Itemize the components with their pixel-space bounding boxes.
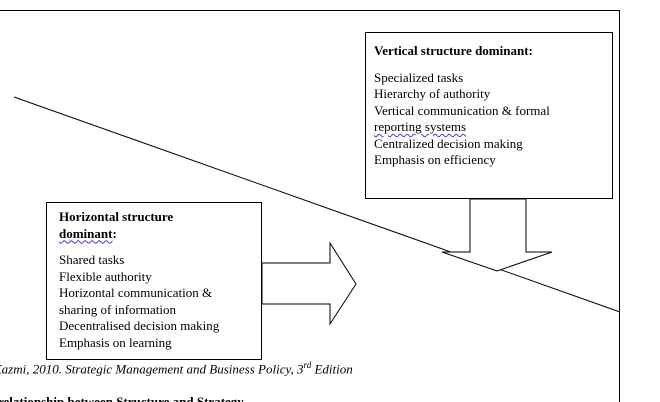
diagram-frame	[0, 10, 620, 402]
cutoff-heading: relationship between Structure and Strat…	[0, 394, 244, 402]
vertical-item: Emphasis on efficiency	[374, 152, 496, 167]
horizontal-title-word: dominant	[59, 225, 113, 241]
horizontal-structure-title: Horizontal structure dominant:	[59, 209, 249, 242]
vertical-structure-box: Vertical structure dominant: Specialized…	[365, 32, 613, 199]
horizontal-structure-box: Horizontal structure dominant: Shared ta…	[46, 202, 262, 360]
horizontal-title-colon: :	[112, 225, 117, 241]
vertical-item: Specialized tasks	[374, 69, 464, 85]
vertical-structure-title: Vertical structure dominant:	[374, 43, 533, 58]
vertical-item: Vertical communication & formal	[374, 102, 550, 118]
horizontal-item: Flexible authority	[59, 268, 152, 284]
horizontal-title-line2: dominant:	[59, 226, 249, 243]
horizontal-item: Shared tasks	[59, 252, 125, 267]
vertical-item-text: reporting systems	[374, 119, 467, 134]
vertical-item: Hierarchy of authority	[374, 86, 491, 101]
figure-caption: Kazmi, 2010. Strategic Management and Bu…	[0, 360, 353, 377]
caption-superscript: rd	[303, 360, 312, 370]
vertical-item: reporting systems	[374, 119, 604, 136]
horizontal-item: Decentralised decision making	[59, 318, 220, 333]
vertical-item: Centralized decision making	[374, 135, 523, 151]
horizontal-item: Horizontal communication &	[59, 285, 213, 300]
caption-suffix: Edition	[311, 361, 353, 377]
horizontal-title-line1: Horizontal structure	[59, 209, 174, 224]
caption-text: Kazmi, 2010. Strategic Management and Bu…	[0, 361, 304, 377]
diagonal-divider-line	[13, 96, 621, 313]
horizontal-item: Emphasis on learning	[59, 334, 172, 350]
horizontal-item: sharing of information	[59, 301, 176, 317]
